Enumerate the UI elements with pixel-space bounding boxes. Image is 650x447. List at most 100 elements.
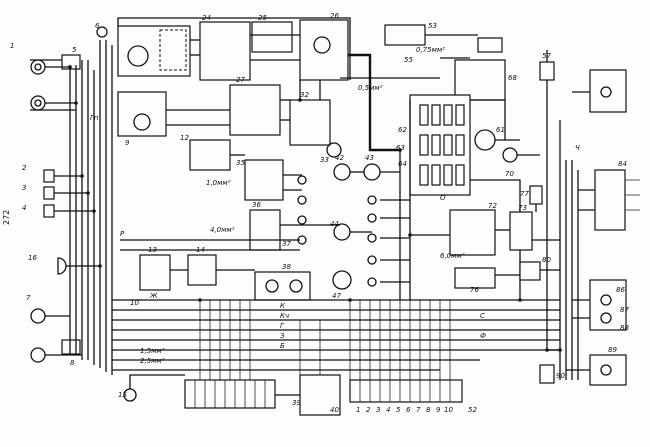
pin-label: 7 (416, 406, 421, 414)
label-5: 5 (72, 46, 77, 54)
label-37: 37 (282, 240, 291, 248)
junction-dots (68, 65, 562, 352)
label-3: 3 (22, 184, 26, 192)
label-70: 70 (505, 170, 514, 178)
lamp-33 (326, 142, 342, 158)
lamp-57 (539, 61, 555, 81)
pin-label: 6 (406, 406, 411, 414)
lamp-2 (43, 186, 55, 200)
label-10: 10 (130, 299, 139, 307)
label-39: 39 (292, 399, 301, 407)
wire-code: Кч (280, 312, 289, 320)
label-76: 76 (470, 286, 479, 294)
gauge-70 (502, 147, 518, 163)
relay-80 (519, 261, 541, 281)
headlamp-left-lower (30, 95, 46, 111)
lamp-77 (529, 185, 543, 205)
label-14: 14 (196, 246, 205, 254)
main-harness (112, 299, 560, 380)
unit-38 (254, 271, 311, 301)
label-42: 42 (335, 154, 344, 162)
pin-label: 4 (386, 406, 390, 414)
pin-label: 9 (436, 406, 441, 414)
wire-code: С (480, 312, 485, 320)
wire-code: Р (120, 230, 125, 238)
label-52: 52 (468, 406, 477, 414)
label-86: 86 (616, 286, 625, 294)
label-27: 27 (236, 76, 245, 84)
wire-section: 0,5мм² (358, 84, 383, 92)
switch-22 (189, 139, 231, 171)
relay-32 (289, 99, 331, 146)
connector-block-52 (349, 379, 463, 403)
right-top-block (340, 24, 540, 300)
wire-section: 1,5мм² (140, 347, 165, 355)
pin-label: 3 (376, 406, 380, 414)
wire-code: Ж (149, 292, 158, 300)
label-88: 88 (620, 324, 629, 332)
relay-73 (509, 211, 533, 251)
component-labels: 1 2 3 4 5 6 7 8 9 10 12 13 14 15 16 24 2… (10, 12, 629, 414)
relay-14 (187, 254, 217, 286)
label-6: 6 (95, 22, 100, 30)
label-80: 80 (542, 256, 551, 264)
wire-code: Ч (575, 144, 580, 152)
wire-section: 1,0мм² (206, 179, 231, 187)
switch-35 (244, 159, 284, 201)
relay-76 (454, 267, 496, 289)
wire-code: Гп (90, 114, 99, 122)
pin-label: 2 (366, 406, 371, 414)
label-63: 63 (396, 144, 405, 152)
wire-section: 6,0мм² (440, 252, 465, 260)
left-lamp-group (30, 26, 137, 402)
wire-section: 0,75мм² (416, 46, 445, 54)
label-61: 61 (496, 126, 505, 134)
relay-54 (477, 37, 503, 53)
label-35: 35 (236, 159, 245, 167)
label-55: 55 (404, 56, 413, 64)
label-68: 68 (508, 74, 517, 82)
pin-label: 1 (356, 406, 360, 414)
pin-label: 5 (396, 406, 401, 414)
bottom-connectors (129, 374, 463, 416)
label-47: 47 (332, 292, 341, 300)
headlamp-right-lower (30, 347, 46, 363)
rear-lamp-upper (589, 69, 627, 113)
wire-code: О (440, 194, 446, 202)
label-72: 72 (488, 202, 497, 210)
wire-code: З (280, 332, 285, 340)
label-44: 44 (330, 220, 339, 228)
label-7: 7 (26, 294, 31, 302)
connector-pin-labels: 1 2 3 4 5 6 7 8 9 10 (356, 406, 453, 414)
label-9: 9 (125, 139, 130, 147)
label-89: 89 (608, 346, 617, 354)
relay-block-24 (199, 21, 251, 81)
top-center-block (117, 17, 400, 158)
label-8: 8 (70, 359, 75, 367)
label-36: 36 (252, 201, 261, 209)
wire-section-labels: 0,5мм² 0,75мм² 1,0мм² 1,5мм² 2,5мм² 4,0м… (140, 46, 465, 365)
label-24: 24 (202, 14, 211, 22)
label-33: 33 (320, 156, 329, 164)
headlamp-right-upper (30, 308, 46, 324)
label-77: 77 (520, 190, 529, 198)
label-12: 12 (180, 134, 189, 142)
relay-36 (249, 209, 281, 251)
label-43: 43 (365, 154, 374, 162)
label-53: 53 (428, 22, 437, 30)
label-32: 32 (300, 91, 309, 99)
label-13: 13 (148, 246, 157, 254)
wire-code: Ф (480, 332, 486, 340)
relay-25 (251, 21, 293, 53)
label-57: 57 (542, 52, 551, 60)
pin-label: 10 (444, 406, 453, 414)
label-2: 2 (22, 164, 27, 172)
far-right-block (539, 50, 640, 386)
fuse-top-left (96, 26, 108, 38)
switch-26 (299, 19, 349, 81)
label-26: 26 (330, 12, 339, 20)
instrument-cluster (229, 84, 281, 136)
label-1: 1 (10, 42, 14, 50)
rear-lamp-89 (589, 354, 627, 386)
center-block (120, 139, 410, 301)
